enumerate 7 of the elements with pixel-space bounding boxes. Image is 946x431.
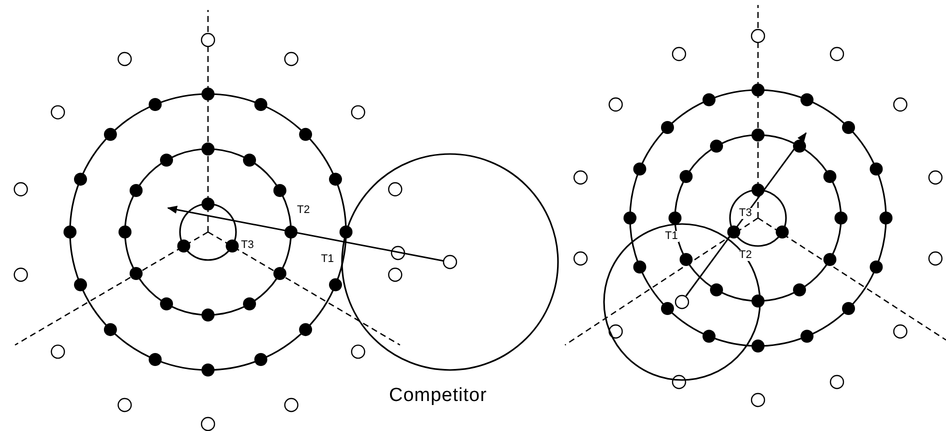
target-label: T3 <box>738 208 753 219</box>
target-label: T2 <box>738 250 753 261</box>
target-label: T1 <box>320 254 335 265</box>
target-label: T3 <box>240 240 255 251</box>
target-label: T2 <box>296 205 311 216</box>
target-label: T1 <box>664 231 679 242</box>
competitor-label: Competitor <box>388 386 488 405</box>
